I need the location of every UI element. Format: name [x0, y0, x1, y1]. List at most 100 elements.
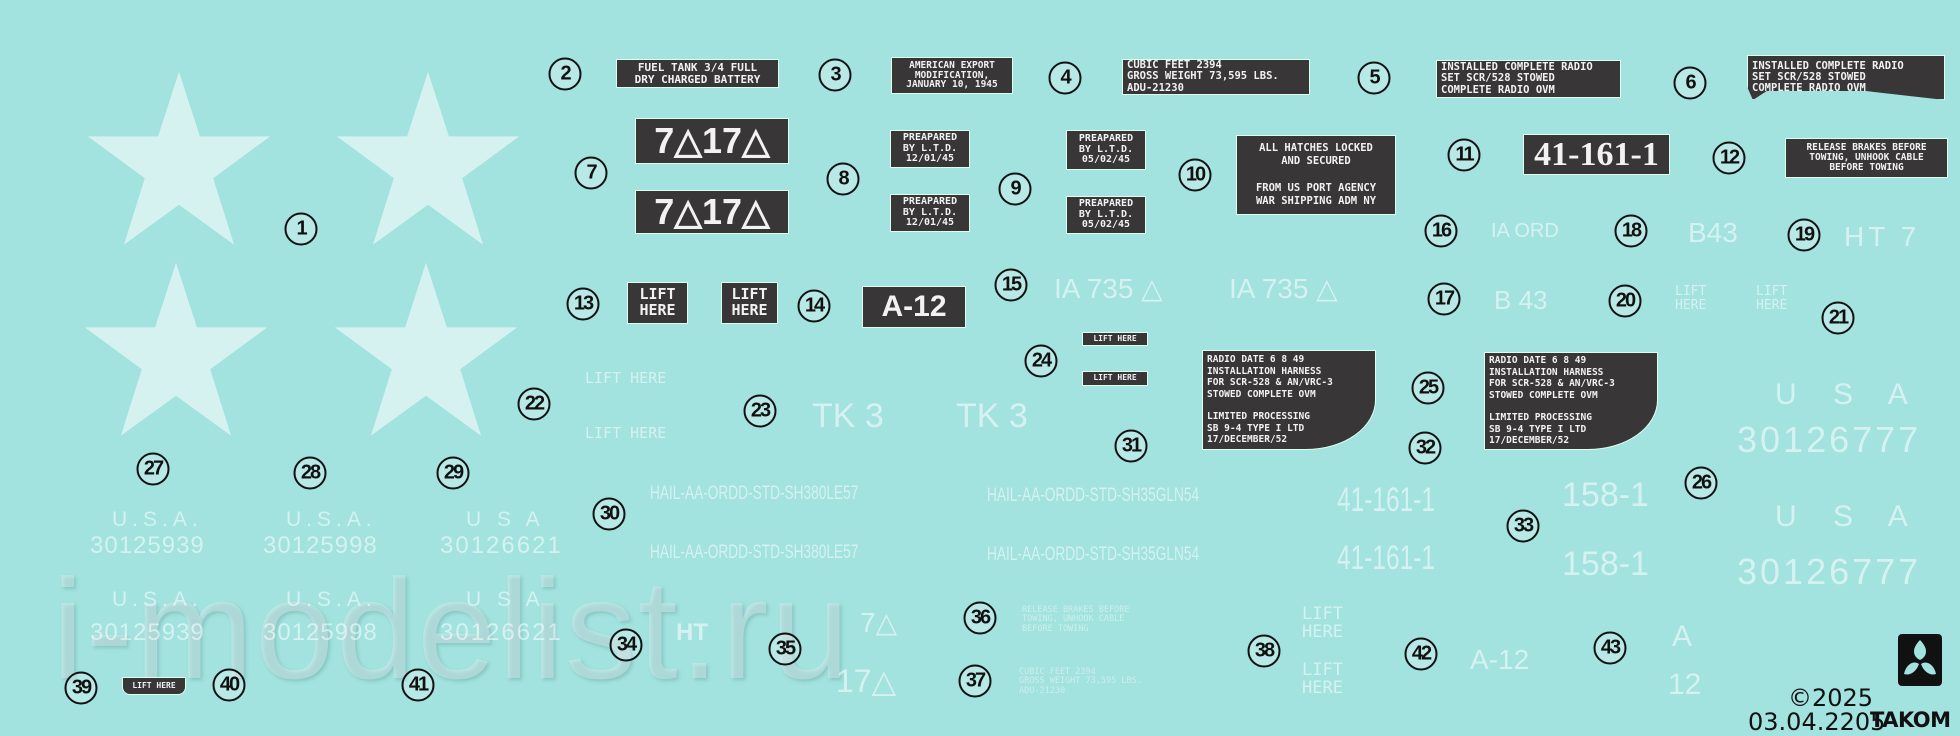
decal-number-27: 27 [136, 452, 170, 486]
decal-serial-30125998-a: 30125998 [263, 532, 378, 559]
decal-number-16: 16 [1424, 214, 1458, 248]
star-icon [336, 71, 520, 245]
decal-b-43: B 43 [1494, 285, 1548, 315]
decal-radio-date-b: RADIO DATE 6 8 49 INSTALLATION HARNESS F… [1484, 352, 1658, 450]
decal-12-white: 12 [1668, 668, 1702, 701]
decal-release-brakes: RELEASE BRAKES BEFORE TOWING, UNHOOK CAB… [1785, 138, 1948, 178]
decal-number-30: 30 [592, 497, 626, 531]
decal-number-9: 9 [998, 172, 1032, 206]
decal-lift-here-tiny: LIFT HERE [122, 677, 186, 695]
decal-7-17-top: 7△17△ [635, 118, 789, 164]
decal-number-39: 39 [64, 671, 98, 705]
decal-number-33: 33 [1506, 509, 1540, 543]
brand-name: TAKOM [1870, 708, 1951, 732]
decal-number-19: 19 [1787, 218, 1821, 252]
decal-41-161-1: 41-161-1 [1523, 134, 1670, 175]
copyright: ©2025 [1788, 684, 1874, 712]
decal-usa-3a: U S A [466, 508, 545, 531]
decal-b43: B43 [1688, 217, 1738, 248]
decal-number-3: 3 [818, 58, 852, 92]
decal-lift-here-white-a: LIFT HERE [585, 369, 667, 387]
decal-prepared-0502-a: PREAPARED BY L.T.D. 05/02/45 [1066, 130, 1146, 170]
decal-serial-30125939-a: 30125939 [90, 532, 205, 559]
decal-radio-date-a: RADIO DATE 6 8 49 INSTALLATION HARNESS F… [1202, 350, 1376, 450]
decal-a-12: A-12 [862, 286, 966, 328]
decal-lift-here-white-b: LIFT HERE [585, 424, 667, 442]
decal-prepared-1201-a: PREAPARED BY L.T.D. 12/01/45 [890, 130, 970, 168]
decal-number-37: 37 [958, 664, 992, 698]
decal-number-6: 6 [1673, 66, 1707, 100]
decal-usa-1b: U.S.A. [112, 588, 203, 611]
decal-number-38: 38 [1247, 634, 1281, 668]
decal-cubic-feet-white: CUBIC FEET 2394 GROSS WEIGHT 73,595 LBS.… [1019, 667, 1142, 696]
decal-serial-30126777-a: 30126777 [1737, 419, 1922, 460]
decal-ht: HT [676, 619, 708, 646]
decal-41-161-1-white-b: 41-161-1 [1337, 539, 1435, 577]
decal-prepared-0502-b: PREAPARED BY L.T.D. 05/02/45 [1066, 196, 1146, 234]
decal-number-21: 21 [1821, 301, 1855, 335]
decal-number-20: 20 [1608, 284, 1642, 318]
decal-number-42: 42 [1404, 637, 1438, 671]
decal-prepared-1201-b: PREAPARED BY L.T.D. 12/01/45 [890, 194, 970, 232]
decal-number-41: 41 [401, 668, 435, 702]
decal-158-1-b: 158-1 [1562, 545, 1649, 583]
sheet-code: 03.04.2205 [1748, 708, 1886, 736]
decal-lift-here-stack-b: LIFT HERE [1756, 284, 1788, 314]
decal-number-12: 12 [1712, 141, 1746, 175]
decal-number-24: 24 [1024, 344, 1058, 378]
decal-41-161-1-white-a: 41-161-1 [1337, 481, 1435, 519]
decal-installed-radio: INSTALLED COMPLETE RADIO SET SCR/528 STO… [1436, 60, 1621, 98]
decal-number-35: 35 [768, 632, 802, 666]
decal-serial-30125939-b: 30125939 [90, 619, 205, 646]
decal-number-4: 4 [1048, 61, 1082, 95]
decal-number-32: 32 [1408, 431, 1442, 465]
decal-number-2: 2 [548, 57, 582, 91]
decal-usa-2b: U.S.A. [286, 588, 377, 611]
decal-number-11: 11 [1447, 138, 1481, 172]
decal-number-7: 7 [574, 156, 608, 190]
decal-number-36: 36 [963, 601, 997, 635]
decal-hail-a-1: HAIL-AA-ORDD-STD-SH380LE57 [650, 483, 859, 504]
decal-installed-radio-alt: INSTALLED COMPLETE RADIO SET SCR/528 STO… [1747, 55, 1945, 100]
decal-serial-30126621-a: 30126621 [440, 532, 563, 559]
decal-release-brakes-white: RELEASE BRAKES BEFORE TOWING, UNHOOK CAB… [1022, 605, 1130, 634]
decal-fuel-tank: FUEL TANK 3/4 FULL DRY CHARGED BATTERY [616, 59, 779, 88]
star-icon [334, 262, 518, 436]
decal-hail-a-2: HAIL-AA-ORDD-STD-SH380LE57 [650, 542, 859, 563]
decal-usa-2a: U.S.A. [286, 508, 377, 531]
decal-a-white: A [1672, 620, 1693, 653]
decal-usa-right-a: U S A [1775, 378, 1922, 411]
decal-number-10: 10 [1178, 158, 1212, 192]
decal-number-22: 22 [517, 387, 551, 421]
decal-serial-30126621-b: 30126621 [440, 619, 563, 646]
decal-number-23: 23 [743, 394, 777, 428]
decal-lift-here-small-a: LIFT HERE [1082, 332, 1148, 346]
star-icon [84, 262, 268, 436]
decal-ht7: HT 7 [1844, 221, 1921, 252]
decal-ia735-b: IA 735 △ [1229, 273, 1338, 304]
star-icon [87, 71, 271, 245]
decal-number-18: 18 [1614, 214, 1648, 248]
decal-number-34: 34 [609, 628, 643, 662]
decal-number-17: 17 [1427, 282, 1461, 316]
decal-number-14: 14 [797, 289, 831, 323]
decal-17-triangle: 17△ [836, 663, 897, 699]
decal-tk3-a: TK 3 [812, 397, 884, 435]
decal-number-8: 8 [826, 162, 860, 196]
decal-lift-here-stack-a: LIFT HERE [1675, 284, 1707, 314]
decal-hail-b-2: HAIL-AA-ORDD-STD-SH35GLN54 [987, 544, 1200, 565]
decal-number-1: 1 [284, 212, 318, 246]
decal-lift-here-small-b: LIFT HERE [1082, 371, 1148, 386]
decal-number-15: 15 [994, 268, 1028, 302]
decal-number-40: 40 [212, 668, 246, 702]
decal-7-triangle: 7△ [860, 607, 898, 638]
decal-number-25: 25 [1411, 371, 1445, 405]
decal-hail-b-1: HAIL-AA-ORDD-STD-SH35GLN54 [987, 485, 1200, 506]
decal-7-17-bottom: 7△17△ [635, 190, 789, 234]
decal-ia-ord: IA ORD [1491, 220, 1559, 242]
decal-number-26: 26 [1684, 466, 1718, 500]
decal-lift-here-white-38b: LIFT HERE [1302, 660, 1343, 698]
decal-usa-3b: U S A [466, 588, 545, 611]
decal-number-29: 29 [436, 456, 470, 490]
decal-hatches-locked: ALL HATCHES LOCKED AND SECURED FROM US P… [1236, 135, 1396, 215]
